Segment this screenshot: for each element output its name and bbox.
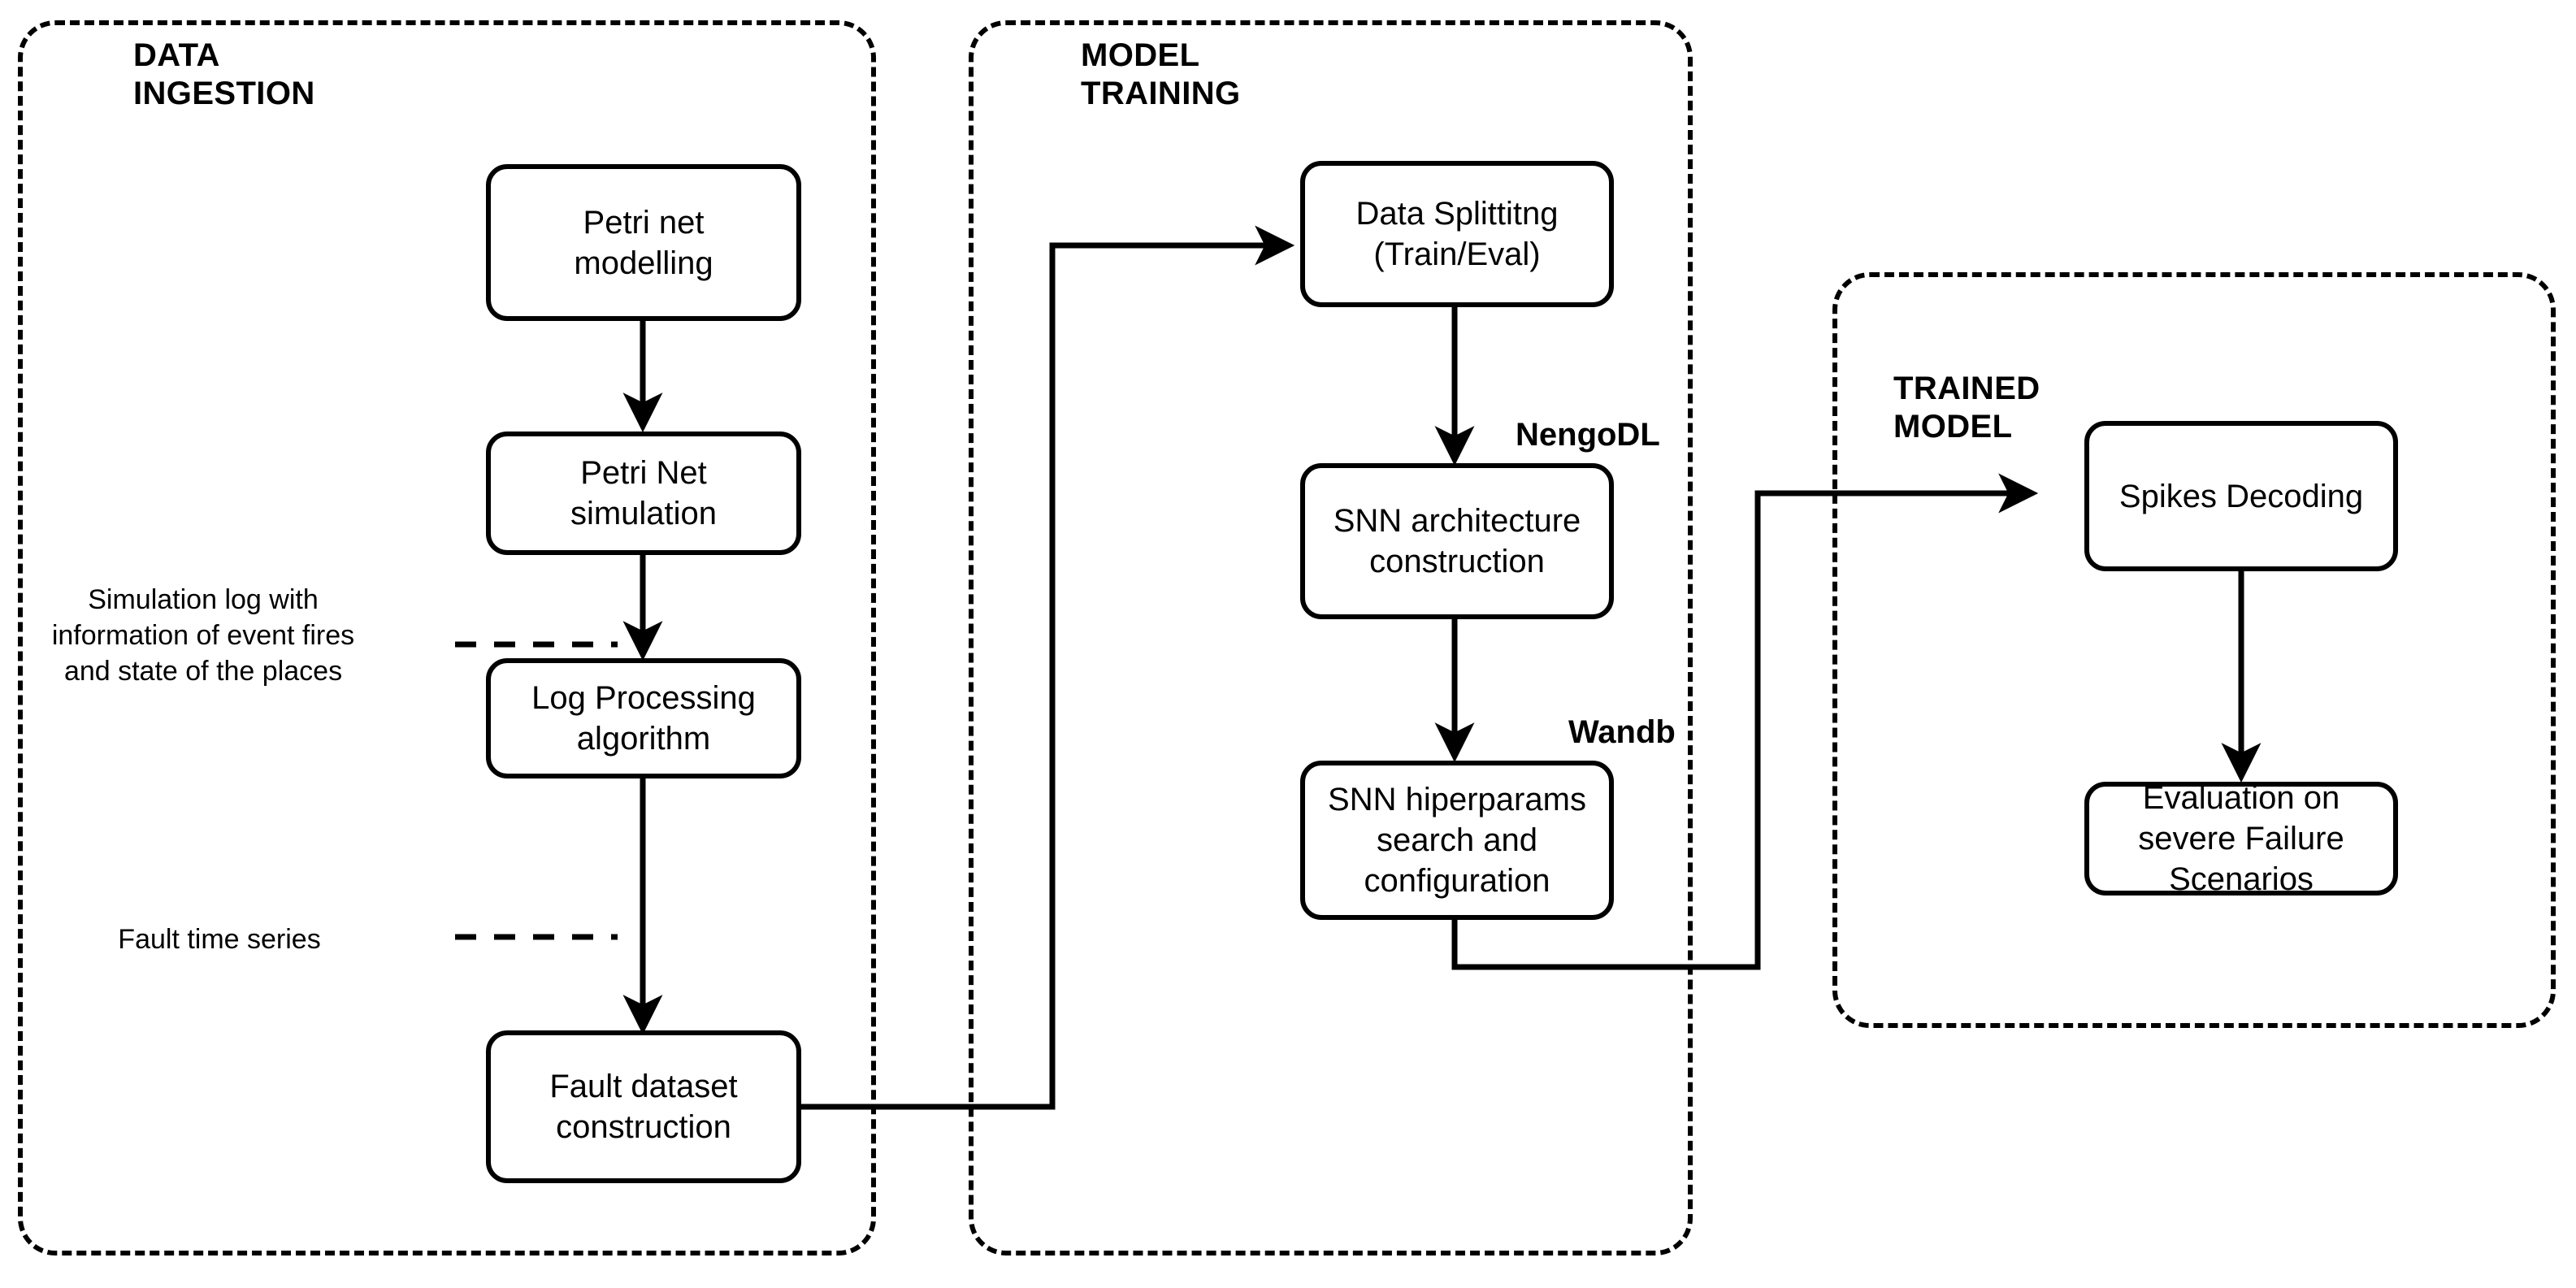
annotation-fault-time-series: Fault time series bbox=[118, 924, 321, 955]
label-wandb: Wandb bbox=[1568, 714, 1676, 750]
annotation-simulation-log: Simulation log with information of event… bbox=[51, 584, 355, 687]
group-title-trained-model: TRAINED MODEL bbox=[1893, 371, 2040, 445]
node-fault-dataset-construction[interactable]: Fault dataset construction bbox=[486, 1030, 801, 1183]
node-snn-hiperparams[interactable]: SNN hiperparams search and configuration bbox=[1300, 761, 1614, 920]
group-title-data-ingestion: DATA INGESTION bbox=[133, 37, 315, 112]
label-nengodl: NengoDL bbox=[1516, 417, 1660, 453]
node-spikes-decoding[interactable]: Spikes Decoding bbox=[2084, 421, 2398, 571]
group-title-model-training: MODEL TRAINING bbox=[1081, 37, 1241, 112]
node-petri-net-modelling[interactable]: Petri net modelling bbox=[486, 164, 801, 321]
node-snn-architecture-construction[interactable]: SNN architecture construction bbox=[1300, 463, 1614, 619]
node-evaluation[interactable]: Evaluation on severe Failure Scenarios bbox=[2084, 780, 2398, 897]
node-data-splitting[interactable]: Data Splittitng (Train/Eval) bbox=[1300, 161, 1614, 307]
node-petri-net-simulation[interactable]: Petri Net simulation bbox=[486, 432, 801, 555]
node-log-processing-algorithm[interactable]: Log Processing algorithm bbox=[486, 658, 801, 778]
